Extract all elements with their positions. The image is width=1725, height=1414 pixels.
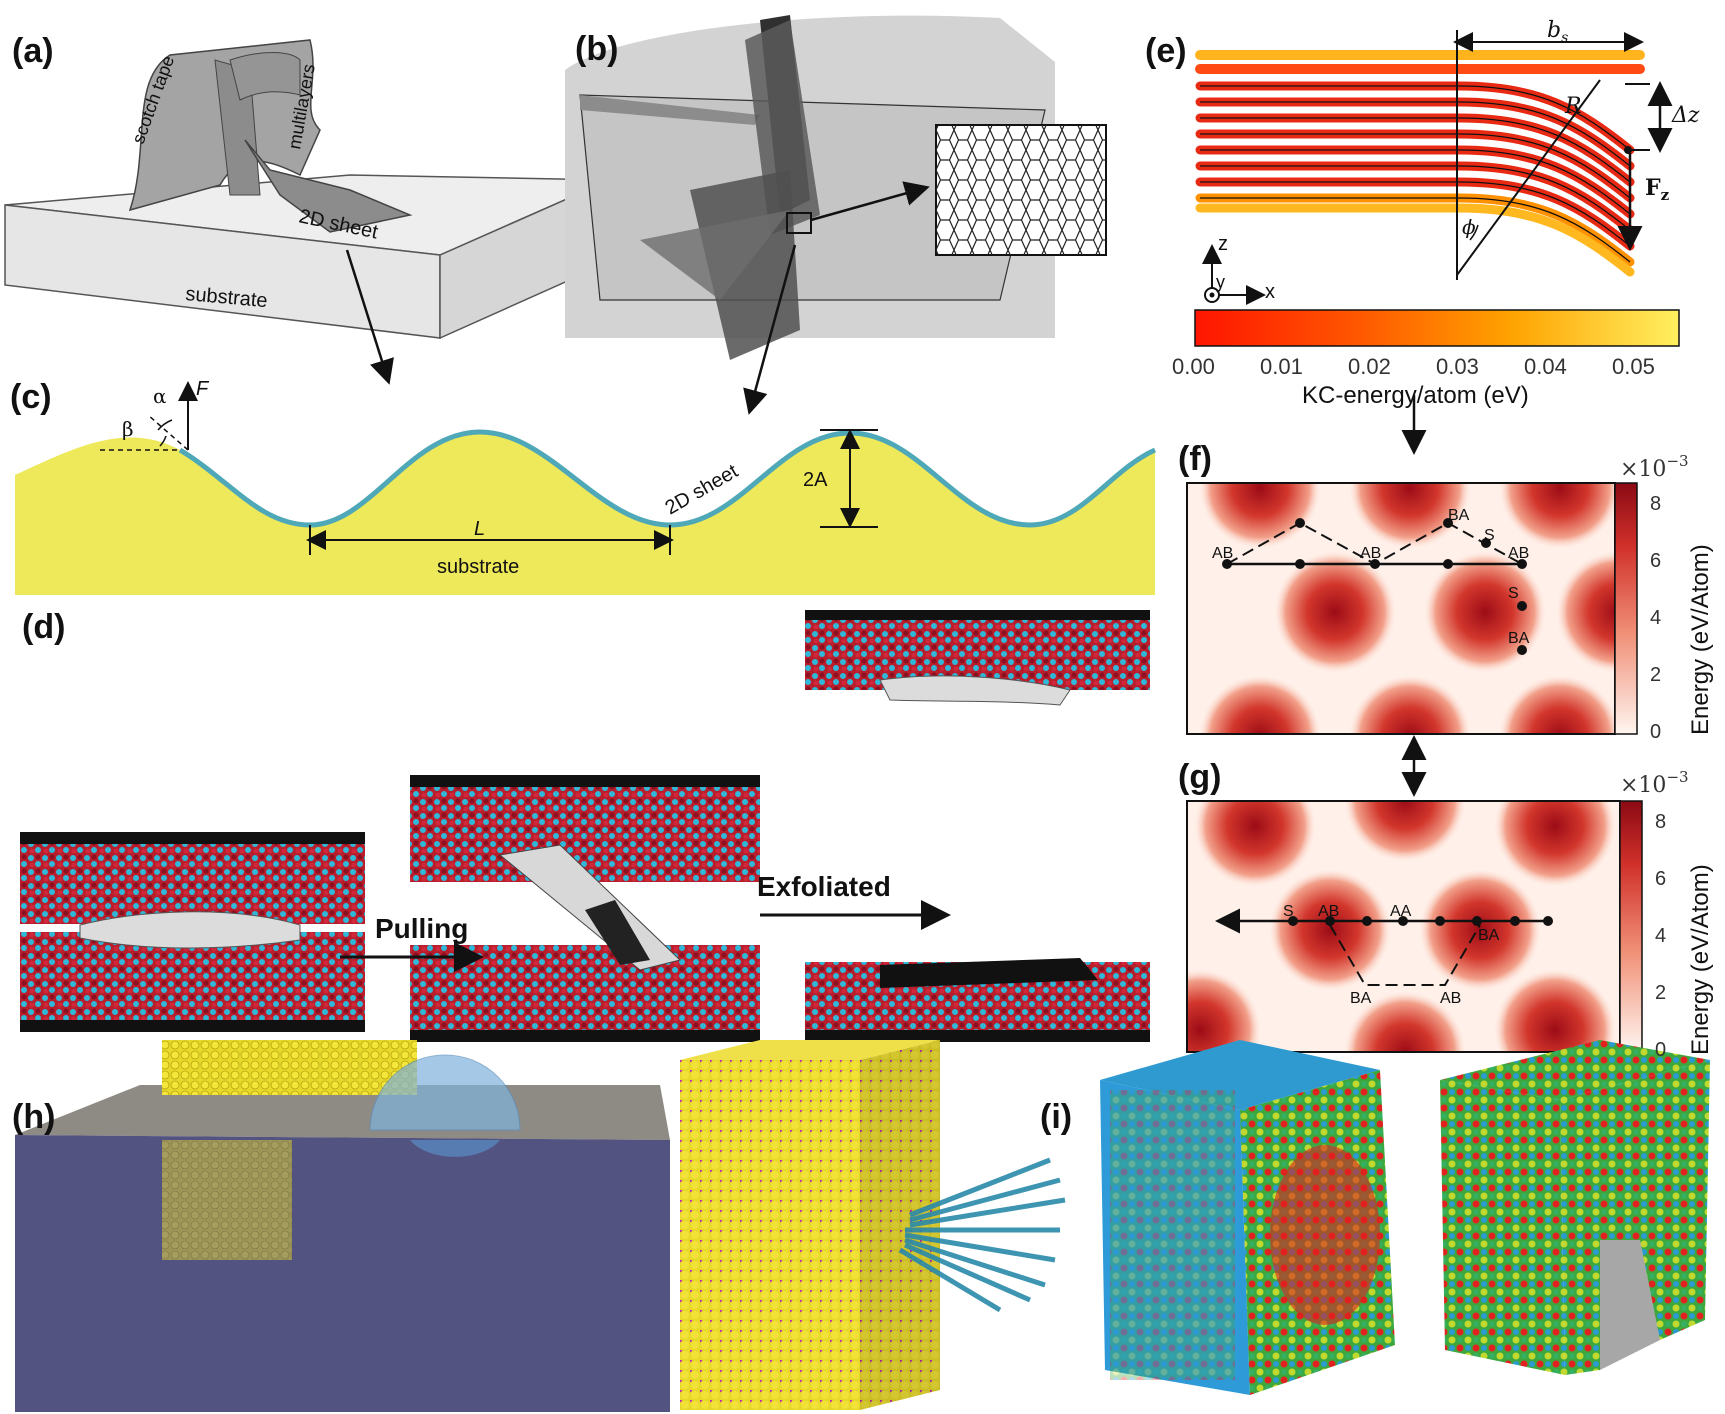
site-label: BA: [1350, 990, 1372, 1007]
g-cbar-title: Energy (eV/Atom): [1687, 864, 1714, 1055]
panel-c-wavy-substrate: [15, 385, 1155, 595]
site-label: AB: [1508, 545, 1529, 562]
site-label: AB: [1212, 545, 1233, 562]
colorbar-tick: 0.04: [1524, 354, 1567, 379]
site-label: BA: [1448, 507, 1470, 524]
colorbar-tick: 0.03: [1436, 354, 1479, 379]
wavelength-label: L: [474, 518, 485, 540]
g-multiplier: ×10−3: [1620, 768, 1689, 798]
axis-y-label: y: [1216, 272, 1225, 292]
amplitude-label: 2A: [803, 469, 828, 491]
panel-label-a: (a): [12, 32, 54, 71]
colorbar-tick: 0.00: [1172, 354, 1215, 379]
g-cbar-tick: 8: [1655, 811, 1666, 833]
g-cbar-tick: 0: [1655, 1039, 1666, 1061]
site-label: S: [1283, 903, 1294, 920]
f-cbar-tick: 4: [1650, 607, 1661, 629]
site-label: BA: [1478, 927, 1500, 944]
fz-label: Fz: [1645, 175, 1670, 204]
panel-i-fracture-simulation: [1100, 1040, 1710, 1395]
alpha-label: α: [153, 384, 167, 408]
panel-d-simulation-snapshots: [20, 610, 1150, 1042]
panel-label-i: (i): [1040, 1098, 1072, 1137]
g-cbar-tick: 6: [1655, 868, 1666, 890]
panel-label-c: (c): [10, 378, 52, 417]
radius-label: R: [1564, 94, 1582, 119]
colorbar-tick: 0.01: [1260, 354, 1303, 379]
site-label: AA: [1390, 903, 1412, 920]
colorbar-title: KC-energy/atom (eV): [1302, 382, 1529, 409]
site-label: AB: [1360, 545, 1381, 562]
panel-label-b: (b): [575, 30, 618, 69]
panel-label-d: (d): [22, 608, 65, 647]
beta-label: β: [122, 417, 134, 441]
site-label: S: [1484, 527, 1495, 544]
f-cbar-title: Energy (eV/Atom): [1687, 544, 1714, 735]
f-cbar-tick: 0: [1650, 721, 1661, 743]
g-cbar-tick: 4: [1655, 925, 1666, 947]
c-substrate-label: substrate: [437, 556, 519, 578]
g-cbar-ticks: 8 6 4 2 0: [1655, 811, 1666, 1061]
panel-b-illustration: [565, 15, 1106, 360]
site-label: BA: [1508, 630, 1530, 647]
colorbar-ticks: 0.00 0.01 0.02 0.03 0.04 0.05: [1172, 354, 1655, 379]
f-cbar-tick: 8: [1650, 493, 1661, 515]
pulling-label: Pulling: [375, 913, 468, 944]
site-label: AB: [1440, 990, 1461, 1007]
delta-z-label: Δz: [1671, 103, 1700, 128]
panel-f-energy-map: [1187, 426, 1679, 798]
panel-label-g: (g): [1178, 758, 1221, 797]
panel-h-droplet-simulation: [15, 1040, 1065, 1412]
axis-z-label: z: [1218, 233, 1228, 255]
bs-label: bs: [1547, 18, 1568, 46]
site-label: AB: [1318, 903, 1339, 920]
g-cbar-tick: 2: [1655, 982, 1666, 1004]
f-cbar-ticks: 8 6 4 2 0: [1650, 493, 1661, 743]
site-label: S: [1508, 585, 1519, 602]
exfoliated-label: Exfoliated: [757, 871, 891, 902]
panel-label-e: (e): [1145, 32, 1187, 71]
force-label: F: [196, 378, 210, 400]
f-cbar-tick: 6: [1650, 550, 1661, 572]
axis-x-label: x: [1265, 281, 1275, 303]
colorbar-tick: 0.02: [1348, 354, 1391, 379]
f-multiplier: ×10−3: [1620, 452, 1689, 482]
phi-label: ϕ: [1462, 215, 1476, 239]
panel-label-f: (f): [1178, 440, 1212, 479]
panel-label-h: (h): [12, 1098, 55, 1137]
f-cbar-tick: 2: [1650, 664, 1661, 686]
colorbar-tick: 0.05: [1612, 354, 1655, 379]
